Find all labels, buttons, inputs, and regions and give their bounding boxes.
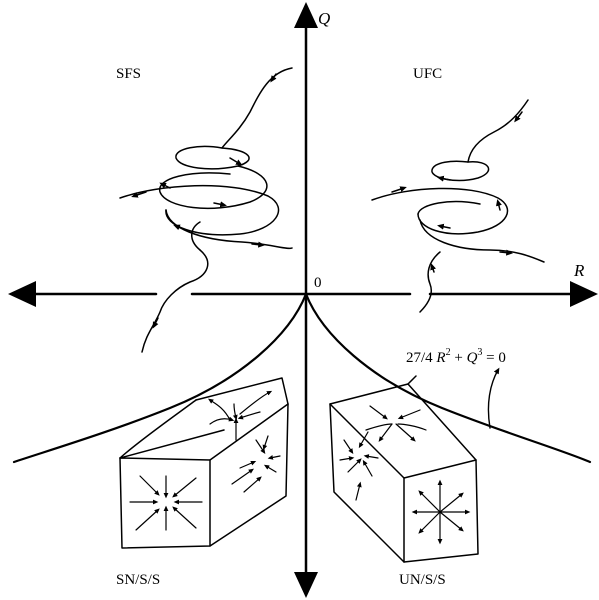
discriminant-curve	[12, 292, 592, 464]
equation-pointer-arrow	[487, 367, 500, 429]
right-axis-arrowhead	[570, 281, 598, 307]
origin-label: 0	[314, 275, 322, 291]
un-s-s-box	[329, 375, 479, 563]
curve-equation: 27/4 R2 + Q3 = 0	[406, 347, 506, 366]
vertical-axis	[294, 2, 318, 598]
horizontal-axis	[8, 281, 598, 307]
q-axis-label: Q	[318, 9, 330, 28]
region-label-sn-s-s: SN/S/S	[116, 572, 160, 588]
region-label-un-s-s: UN/S/S	[399, 572, 446, 588]
left-axis-arrowhead	[8, 281, 36, 307]
bottom-axis-arrowhead	[294, 572, 318, 598]
un-side-saddle-arrows	[339, 431, 379, 501]
ufc-spiral-trajectory	[371, 99, 545, 313]
un-top-saddle-arrows	[365, 405, 427, 442]
r-axis-label: R	[573, 261, 585, 280]
region-label-sfs: SFS	[116, 66, 141, 82]
region-label-ufc: UFC	[413, 66, 442, 82]
sn-top-saddle-arrows	[208, 390, 273, 441]
top-axis-arrowhead	[294, 2, 318, 28]
un-front-node-arrows	[411, 479, 471, 545]
sn-s-s-box	[119, 377, 289, 549]
sn-front-node-arrows	[129, 475, 203, 531]
sfs-spiral-trajectory	[119, 67, 293, 353]
sn-side-saddle-arrows	[231, 435, 281, 493]
